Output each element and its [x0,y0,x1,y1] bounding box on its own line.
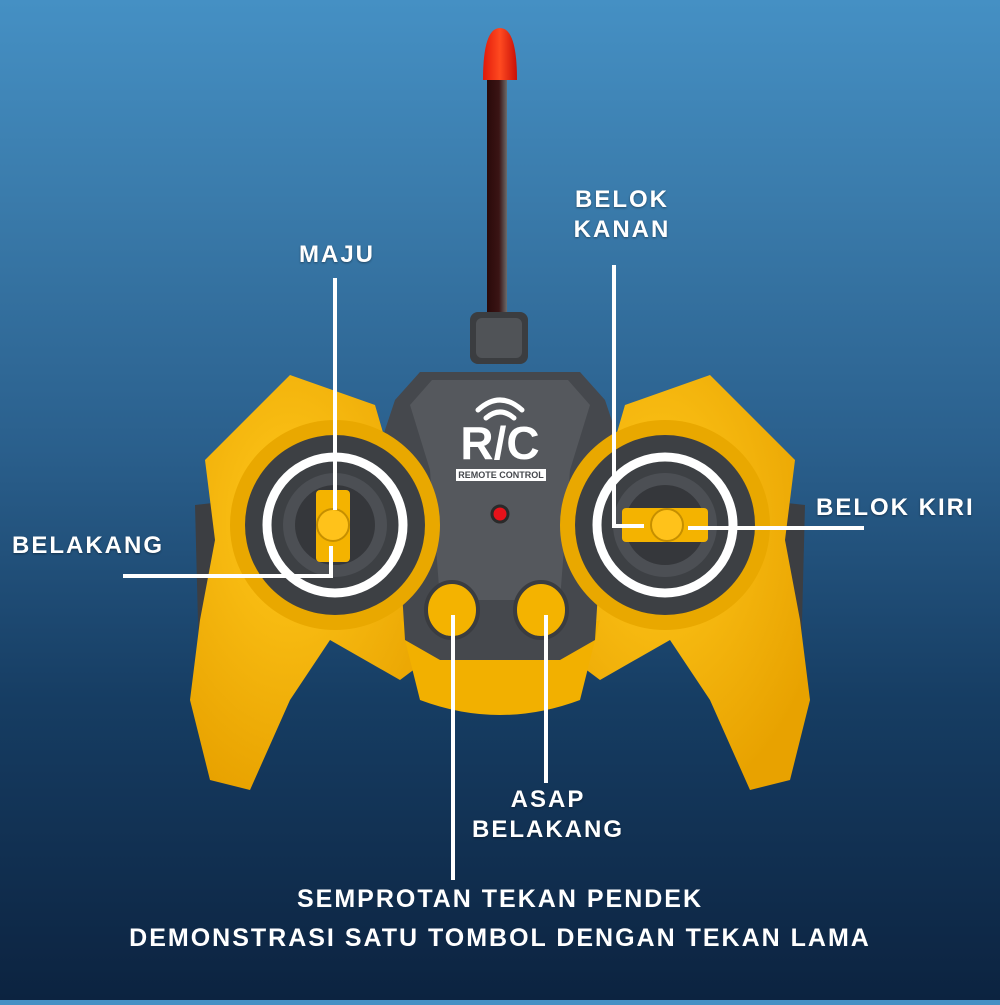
wifi-signal-icon [475,397,525,421]
callout-line-belok-kanan-h [612,524,644,528]
callout-line-belok-kanan-v [612,265,616,528]
action-buttons [424,580,569,640]
callout-line-belakang-h [123,574,333,578]
label-belakang: BELAKANG [12,532,164,559]
label-belok-kanan-line2: KANAN [573,216,671,243]
antenna [470,28,528,364]
footer-line-2: DEMONSTRASI SATU TOMBOL DENGAN TEKAN LAM… [129,924,871,952]
callout-line-belakang-v [329,546,333,578]
power-led [490,504,510,524]
callout-line-belok-kiri [688,526,864,530]
label-asap-line1: ASAP [510,786,586,813]
label-maju: MAJU [299,241,376,268]
label-asap-line2: BELAKANG [472,816,624,843]
callout-line-semprotan [451,615,455,880]
logo-title: R/C [460,417,540,469]
label-belok-kiri: BELOK KIRI [816,494,975,521]
label-belok-kanan: BELOK KANAN [562,185,682,245]
right-joystick [560,420,770,630]
callout-line-maju [333,278,337,510]
callout-line-asap [544,615,548,783]
logo-subtitle: REMOTE CONTROL [456,469,546,481]
label-asap-belakang: ASAP BELAKANG [458,785,638,845]
label-belok-kanan-line1: BELOK [575,186,669,213]
footer-line-1: SEMPROTAN TEKAN PENDEK [296,885,704,913]
